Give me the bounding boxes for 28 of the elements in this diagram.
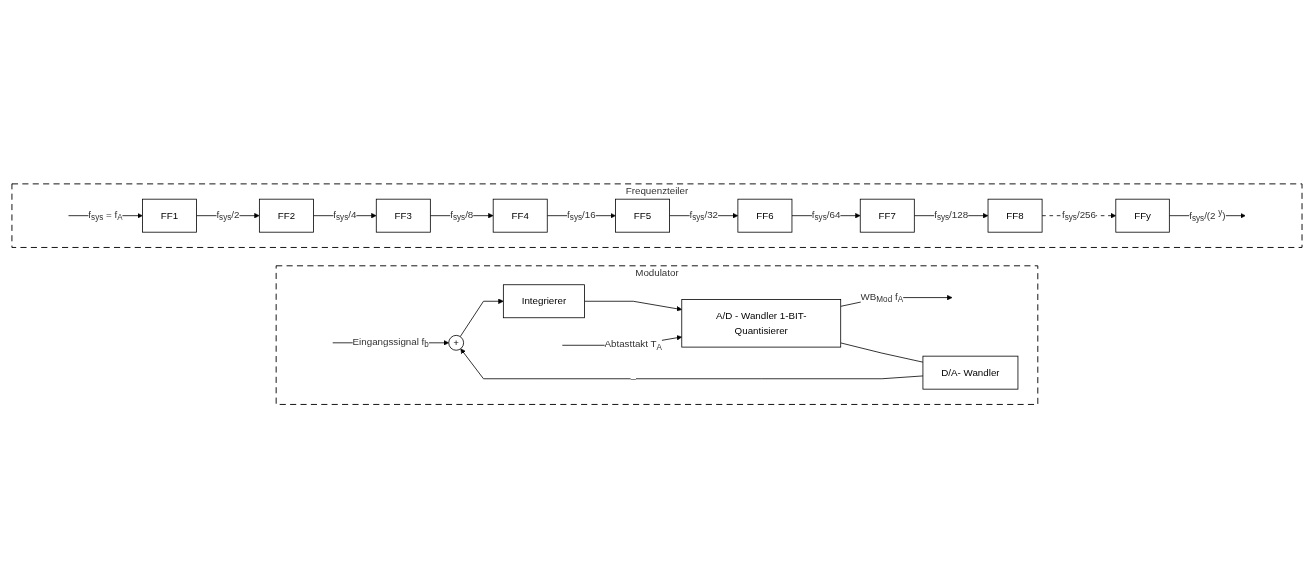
- edge-label: WB$_{Mod}$ f$_{A}$: [860, 290, 903, 304]
- node-box: D/A- Wandler: [922, 355, 1018, 390]
- node-box: FF7: [859, 198, 915, 233]
- node-box: FFy: [1114, 198, 1170, 233]
- node-circle: +: [447, 334, 464, 351]
- edge-label: f$_{sys}$/4: [332, 209, 356, 222]
- edge-label: f$_{sys}$/8: [449, 209, 473, 222]
- node-box: FF3: [375, 198, 431, 233]
- edge-label: Eingangssignal f$_{b}$: [352, 336, 429, 350]
- node-box: FF2: [258, 198, 314, 233]
- connector: [839, 342, 923, 363]
- node-box: FF4: [492, 198, 548, 233]
- edge-label: f$_{sys}$/2: [215, 209, 240, 222]
- node-box: FF6: [737, 198, 792, 233]
- edge-label: f$_{sys}$/256: [1061, 209, 1096, 222]
- node-box: FF1: [141, 198, 197, 233]
- edge-label: f$_{sys}$/128: [933, 209, 968, 222]
- edge-label: f$_{sys}$/64: [811, 209, 840, 222]
- node-box: FF8: [987, 198, 1042, 233]
- edge-label: f$_{sys}$/(2 $^{y}$): [1188, 207, 1226, 223]
- edge-label: Abtasttakt T$_{A}$: [603, 338, 662, 352]
- node-box: A/D - Wandler 1-BIT-Quantisierer: [680, 298, 841, 348]
- edge-label: f$_{sys}$/16: [566, 209, 596, 222]
- edge-label: f$_{sys}$/32: [688, 209, 718, 222]
- node-box: Integrierer: [502, 284, 585, 318]
- node-box: FF5: [614, 198, 670, 233]
- edge-label: f$_{sys}$ = f$_{A}$: [87, 209, 123, 222]
- edge-label: –: [629, 373, 636, 384]
